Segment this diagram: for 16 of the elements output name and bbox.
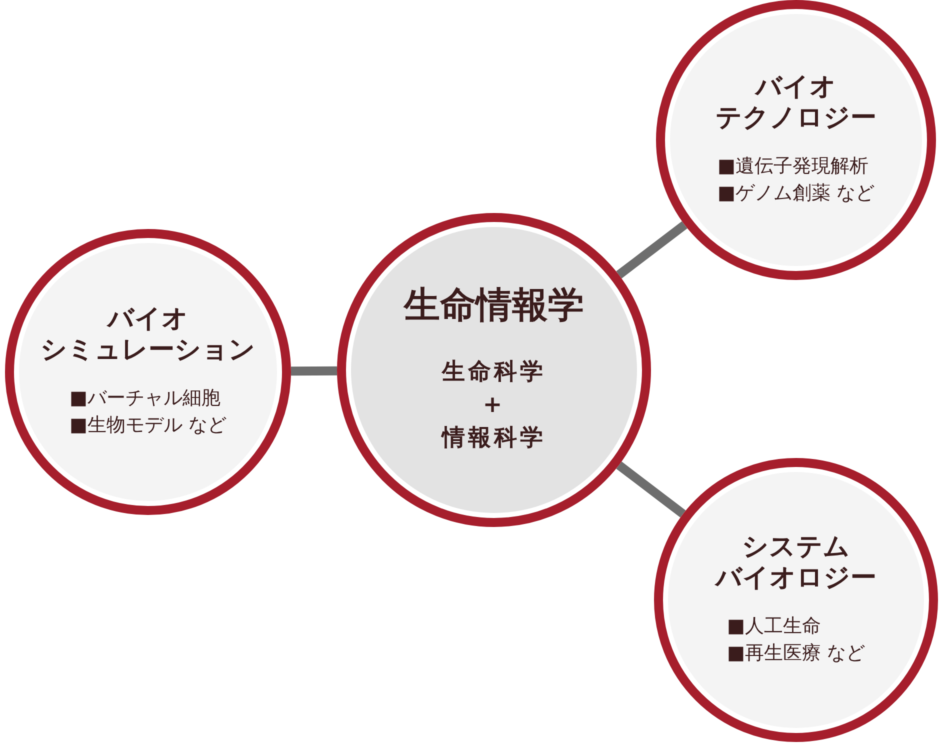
node-text: 生命科学	[442, 358, 546, 387]
list-item: ■再生医療 など	[727, 641, 865, 666]
node-heading: 生命情報学	[404, 284, 584, 328]
connector-line	[616, 462, 686, 518]
node-heading: システムバイオロジー	[716, 532, 876, 595]
node-heading: バイオテクノロジー	[716, 72, 876, 135]
list-item: ■人工生命	[727, 614, 821, 639]
list-item: ■ゲノム創薬 など	[718, 181, 874, 206]
list-item: ■遺伝子発現解析	[718, 154, 868, 179]
list-item: ■生物モデル など	[70, 413, 226, 438]
node-text: +	[482, 390, 506, 420]
node-heading: バイオシミュレーション	[40, 304, 256, 367]
connector-line	[616, 221, 688, 278]
connector-line	[290, 366, 338, 376]
list-item: ■バーチャル細胞	[70, 386, 220, 411]
node-text: 情報科学	[442, 424, 546, 454]
